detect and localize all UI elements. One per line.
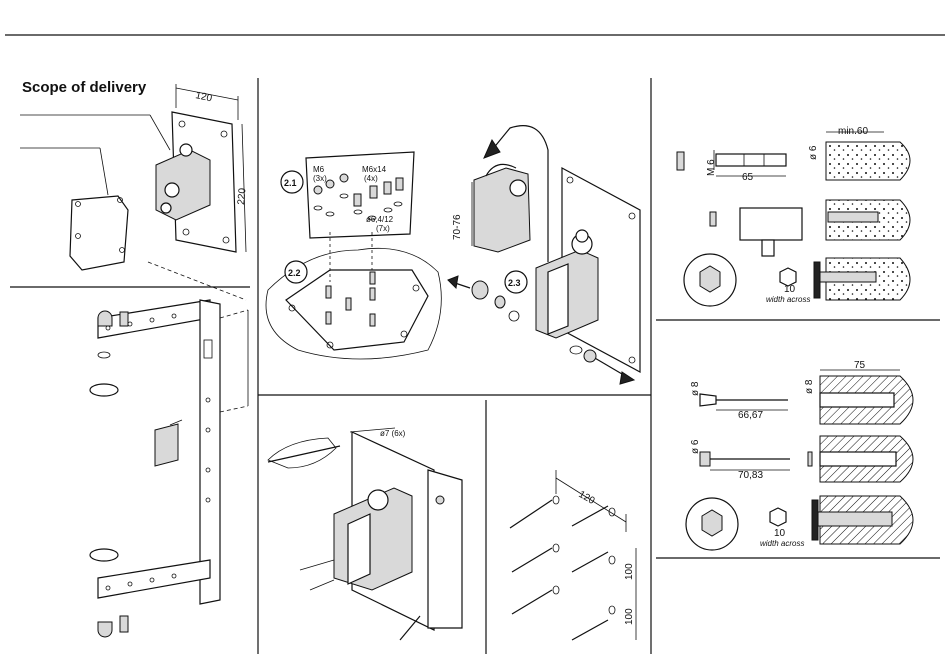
- width-across-label: width across: [766, 295, 810, 304]
- scope-bracket-drawing: [20, 84, 246, 300]
- thread-label: M 6: [706, 159, 717, 176]
- m6-label: M6: [313, 165, 325, 174]
- hinge-gap-label: 70-76: [452, 214, 463, 240]
- bracket-height-label: 220: [236, 187, 248, 205]
- dowel-set-2-drawing: [686, 370, 913, 550]
- wall-marking-drawing: [268, 428, 462, 640]
- step-2-1-label: 2.1: [284, 178, 297, 188]
- dowel-length-label: 65: [742, 172, 754, 183]
- vertical-spacing-2-label: 100: [624, 608, 635, 625]
- min-depth-label: min.60: [838, 126, 868, 137]
- drill-pattern-drawing: [510, 470, 636, 640]
- m6-count: (3x): [313, 174, 327, 183]
- dowel-2-length-1-label: 66,67: [738, 410, 763, 421]
- page-frame: [5, 35, 945, 654]
- drill-diameter-label: ø7 (6x): [380, 429, 406, 438]
- u-bracket-drawing: [90, 300, 248, 637]
- vertical-spacing-1-label: 100: [624, 563, 635, 580]
- hinge-assembly-drawing: [448, 126, 640, 384]
- horizontal-spacing-label: 120: [577, 489, 597, 507]
- step-2-3-label: 2.3: [508, 278, 521, 288]
- washer-count: (7x): [376, 224, 390, 233]
- section-title: Scope of delivery: [22, 79, 147, 96]
- dowel-2-width-across-label: width across: [760, 539, 804, 548]
- dowel-2-diameter-2-label: ø 6: [690, 439, 701, 454]
- speaker-top-plate: [266, 232, 441, 359]
- bracket-width-label: 120: [194, 90, 213, 104]
- step-2-2-label: 2.2: [288, 268, 301, 278]
- dowel-set-1-drawing: [677, 132, 910, 306]
- dowel-2-diameter-1b-label: ø 8: [804, 379, 815, 394]
- m6x14-count: (4x): [364, 174, 378, 183]
- dowel-2-length-2-label: 70,83: [738, 470, 763, 481]
- dowel-2-diameter-1-label: ø 8: [690, 381, 701, 396]
- dowel-diameter-label: ø 6: [808, 145, 819, 160]
- m6x14-label: M6x14: [362, 165, 387, 174]
- nut-size-label: 10: [784, 284, 796, 295]
- dowel-2-nut-size-label: 10: [774, 528, 786, 539]
- dowel-2-depth-label: 75: [854, 360, 866, 371]
